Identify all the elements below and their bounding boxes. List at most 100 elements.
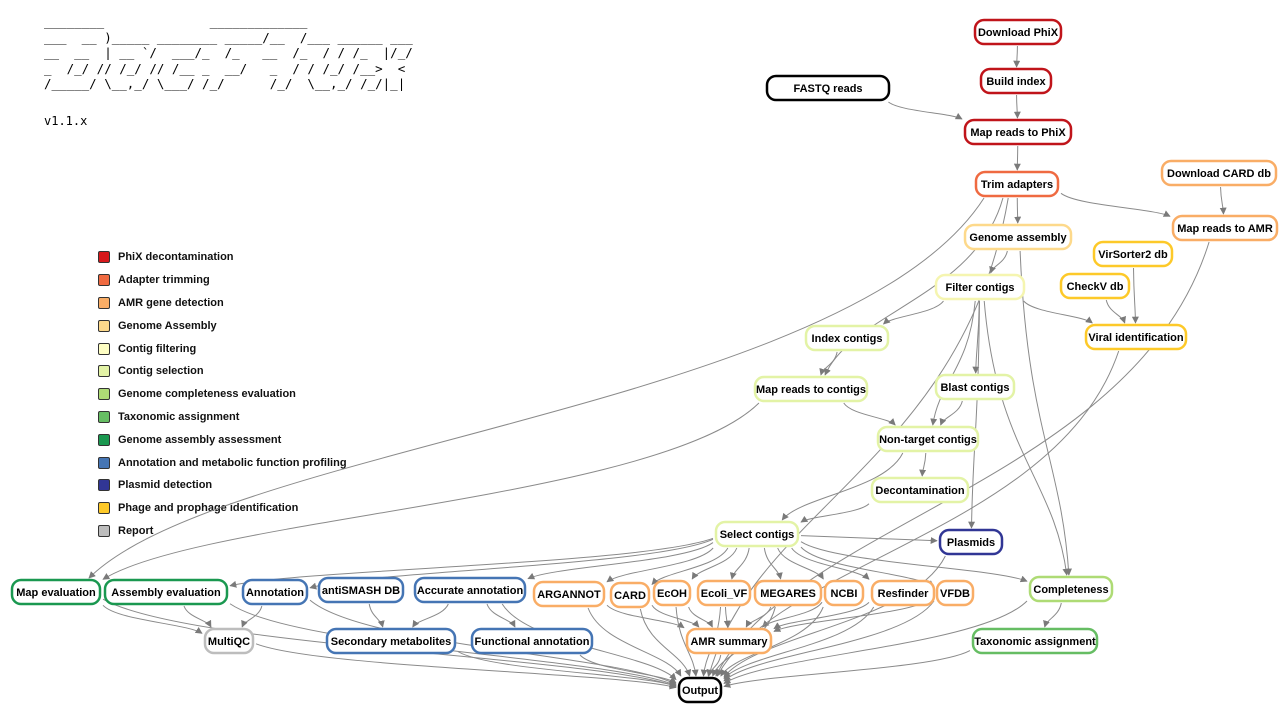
node-checkv-db[interactable]: CheckV db [1059, 272, 1131, 300]
node-box [652, 579, 692, 607]
node-label: Decontamination [875, 485, 965, 497]
node-map-contigs[interactable]: Map reads to contigs [753, 375, 869, 403]
node-build-index[interactable]: Build index [979, 67, 1053, 95]
node-vfdb[interactable]: VFDB [935, 579, 975, 607]
edge-completeness-to-output [723, 600, 1028, 684]
legend-item: Genome completeness evaluation [98, 383, 347, 406]
edge-select_contigs-to-ncbi [777, 547, 824, 580]
node-ecoh[interactable]: EcOH [652, 579, 692, 607]
legend-item: Annotation and metabolic function profil… [98, 451, 347, 474]
edge-trim_adapters-to-map_eval [88, 197, 985, 579]
legend-item: Genome Assembly [98, 314, 347, 337]
node-box [870, 579, 936, 607]
edge-ncbi-to-output [720, 606, 824, 677]
node-map-amr[interactable]: Map reads to AMR [1171, 214, 1279, 242]
node-box [963, 118, 1073, 146]
legend-item: Taxonomic assignment [98, 406, 347, 429]
node-functional-annot[interactable]: Functional annotation [470, 627, 594, 655]
node-label: Non-target contigs [879, 434, 977, 446]
node-map-phix[interactable]: Map reads to PhiX [963, 118, 1073, 146]
node-annotation[interactable]: Annotation [241, 578, 309, 606]
node-taxonomic[interactable]: Taxonomic assignment [971, 627, 1099, 655]
node-filter-contigs[interactable]: Filter contigs [934, 273, 1026, 301]
node-box [753, 579, 823, 607]
node-secondary-metab[interactable]: Secondary metabolites [325, 627, 457, 655]
legend-label: AMR gene detection [118, 296, 224, 309]
node-non-target[interactable]: Non-target contigs [876, 425, 980, 453]
node-label: CARD [614, 590, 646, 602]
node-accurate-annot[interactable]: Accurate annotation [413, 576, 527, 604]
node-multiqc[interactable]: MultiQC [203, 627, 255, 655]
node-blast-contigs[interactable]: Blast contigs [934, 373, 1016, 401]
node-label: FASTQ reads [793, 83, 862, 95]
node-download-card[interactable]: Download CARD db [1160, 159, 1278, 187]
node-plasmids[interactable]: Plasmids [938, 528, 1004, 556]
node-assembly-eval[interactable]: Assembly evaluation [103, 578, 229, 606]
node-completeness[interactable]: Completeness [1028, 575, 1114, 603]
node-box [870, 476, 970, 504]
legend-label: Genome completeness evaluation [118, 388, 296, 401]
node-download-phix[interactable]: Download PhiX [973, 18, 1063, 46]
edge-resfinder-to-output [723, 606, 875, 680]
node-resfinder[interactable]: Resfinder [870, 579, 936, 607]
edge-secondary_metab-to-output [457, 651, 677, 688]
node-box [413, 576, 527, 604]
node-ecoli-vf[interactable]: Ecoli_VF [696, 579, 752, 607]
edge-ecoli_vf-to-amr_summary [723, 606, 731, 628]
node-select-contigs[interactable]: Select contigs [714, 520, 800, 548]
node-trim-adapters[interactable]: Trim adapters [974, 170, 1060, 198]
edge-ncbi-to-amr_summary [762, 601, 823, 628]
legend-label: Report [118, 524, 154, 537]
node-genome-assembly[interactable]: Genome assembly [963, 223, 1073, 251]
legend-swatch [98, 524, 110, 537]
edge-map_contigs-to-non_target [843, 402, 896, 426]
node-label: Genome assembly [969, 232, 1067, 244]
node-box [1160, 159, 1278, 187]
node-argannot[interactable]: ARGANNOT [532, 580, 606, 608]
node-antismash-db[interactable]: antiSMASH DB [317, 576, 405, 604]
legend-label: Genome Assembly [118, 319, 217, 332]
node-output[interactable]: Output [677, 676, 723, 704]
edge-annotation-to-multiqc [241, 605, 263, 628]
node-ncbi[interactable]: NCBI [823, 579, 865, 607]
legend-item: Adapter trimming [98, 269, 347, 292]
node-box [103, 578, 229, 606]
node-label: AMR summary [690, 636, 768, 648]
legend-swatch [98, 502, 110, 515]
node-box [974, 170, 1060, 198]
node-label: Index contigs [812, 333, 883, 345]
node-fastq-reads[interactable]: FASTQ reads [765, 74, 891, 102]
node-amr-summary[interactable]: AMR summary [685, 627, 773, 655]
node-box [10, 578, 102, 606]
legend-swatch [98, 456, 110, 469]
node-box [935, 579, 975, 607]
node-label: Completeness [1033, 584, 1108, 596]
legend-label: Genome assembly assessment [118, 433, 282, 446]
legend-swatch [98, 365, 110, 378]
node-decontam[interactable]: Decontamination [870, 476, 970, 504]
edge-megares-to-amr_summary [745, 606, 772, 628]
legend-swatch [98, 319, 110, 332]
legend-item: AMR gene detection [98, 292, 347, 315]
node-box [938, 528, 1004, 556]
edge-ecoh-to-output [675, 606, 699, 677]
node-index-contigs[interactable]: Index contigs [804, 324, 890, 352]
node-label: Select contigs [720, 529, 795, 541]
node-megares[interactable]: MEGARES [753, 579, 823, 607]
node-label: Trim adapters [981, 179, 1053, 191]
node-box [470, 627, 594, 655]
edge-build_index-to-map_phix [1013, 94, 1021, 119]
edge-blast_contigs-to-non_target [939, 400, 963, 426]
node-card[interactable]: CARD [609, 581, 651, 609]
node-label: Build index [986, 76, 1046, 88]
node-label: Assembly evaluation [111, 587, 221, 599]
legend-swatch [98, 479, 110, 492]
node-virsorter-db[interactable]: VirSorter2 db [1092, 240, 1174, 268]
node-viral-id[interactable]: Viral identification [1084, 323, 1188, 351]
node-label: Filter contigs [945, 282, 1014, 294]
node-map-eval[interactable]: Map evaluation [10, 578, 102, 606]
legend-item: Contig filtering [98, 337, 347, 360]
edge-non_target-to-decontam [919, 452, 927, 477]
node-box [753, 375, 869, 403]
